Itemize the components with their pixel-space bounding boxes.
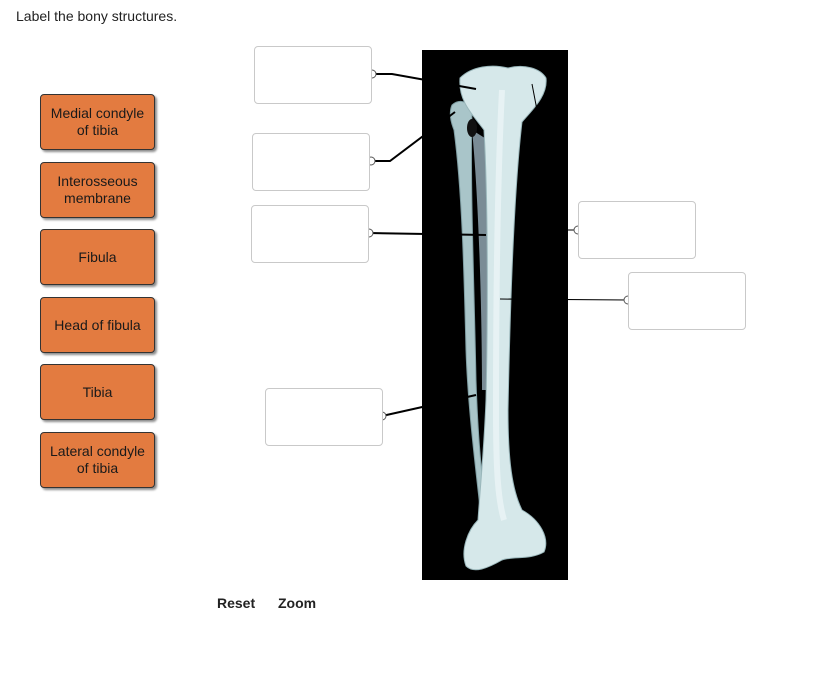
zoom-button[interactable]: Zoom [278,595,317,611]
reset-button[interactable]: Reset [217,595,256,611]
drop-target-5[interactable] [578,201,696,259]
instructions-text: Label the bony structures. [16,8,178,24]
label-tile-head-of-fibula[interactable]: Head of fibula [40,297,155,353]
bone-illustration [449,65,547,571]
drop-target-4[interactable] [265,388,383,446]
tibia-fibula-image [422,50,568,580]
label-tile-fibula[interactable]: Fibula [40,229,155,285]
label-tile-medial-condyle-of-tibia[interactable]: Medial condyle of tibia [40,94,155,150]
drop-target-6[interactable] [628,272,746,330]
label-tile-interosseous-membrane[interactable]: Interosseous membrane [40,162,155,218]
drop-target-3[interactable] [251,205,369,263]
label-tile-tibia[interactable]: Tibia [40,364,155,420]
drop-target-2[interactable] [252,133,370,191]
drop-target-1[interactable] [254,46,372,104]
label-tile-lateral-condyle-of-tibia[interactable]: Lateral condyle of tibia [40,432,155,488]
